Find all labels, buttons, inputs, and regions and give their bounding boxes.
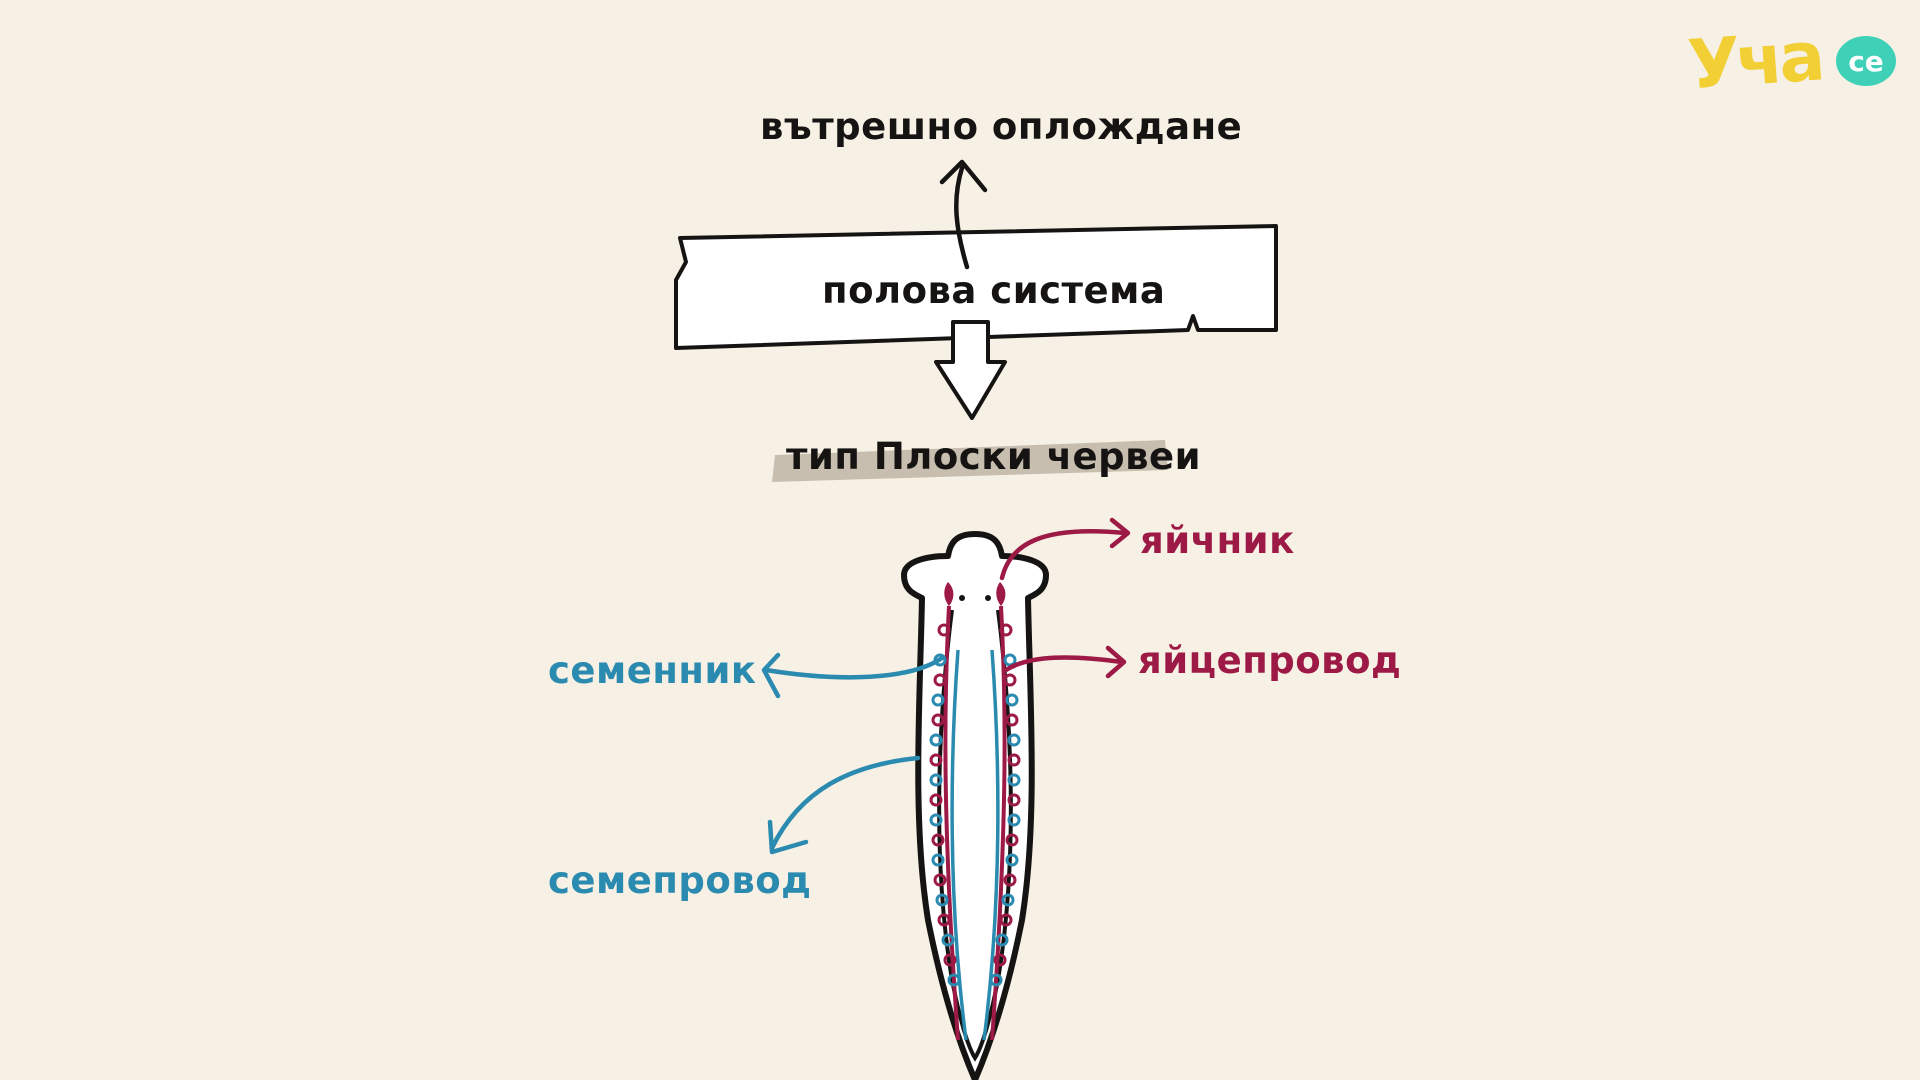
brand-logo[interactable]: Уча се (1685, 17, 1898, 108)
sperm-duct-right (982, 649, 1000, 1041)
logo-text: Уча (1685, 17, 1824, 106)
ovary-label: яйчник (1140, 519, 1295, 562)
worm-eye-left (959, 595, 965, 601)
ovary-pointer (999, 528, 1128, 581)
testis-pointer-head (761, 652, 781, 699)
sperm-duct-pointer (769, 755, 921, 851)
sperm-duct-label: семепровод (548, 859, 812, 902)
up-arrow-head (939, 159, 988, 193)
up-arrow (954, 165, 970, 270)
sperm-duct-left (950, 649, 968, 1041)
worm-eye-right (985, 595, 991, 601)
testes (929, 653, 1021, 987)
sperm-duct-pointer-head (767, 819, 809, 855)
flatworms-phylum-label: тип Плоски червеи (786, 435, 1202, 478)
testis-pointer (763, 655, 945, 680)
down-block-arrow (934, 320, 1007, 420)
system-box (674, 224, 1278, 350)
ovary-pointer-head (1109, 517, 1131, 549)
yolk-glands (929, 623, 1021, 967)
label-highlight (772, 440, 1168, 482)
worm-body (901, 531, 1049, 1080)
oviduct-label: яйцепровод (1138, 639, 1402, 682)
oviduct-pointer (1003, 655, 1125, 673)
internal-fertilization-label: вътрешно оплождане (760, 105, 1243, 148)
testis-label: семенник (548, 649, 757, 692)
oviduct-pointer-head (1105, 645, 1127, 679)
ovary-left (944, 582, 954, 606)
logo-suffix: се (1848, 45, 1884, 78)
reproductive-system-label: полова система (822, 269, 1166, 312)
logo-bubble-icon: се (1836, 36, 1896, 86)
ovary-right (996, 582, 1006, 606)
